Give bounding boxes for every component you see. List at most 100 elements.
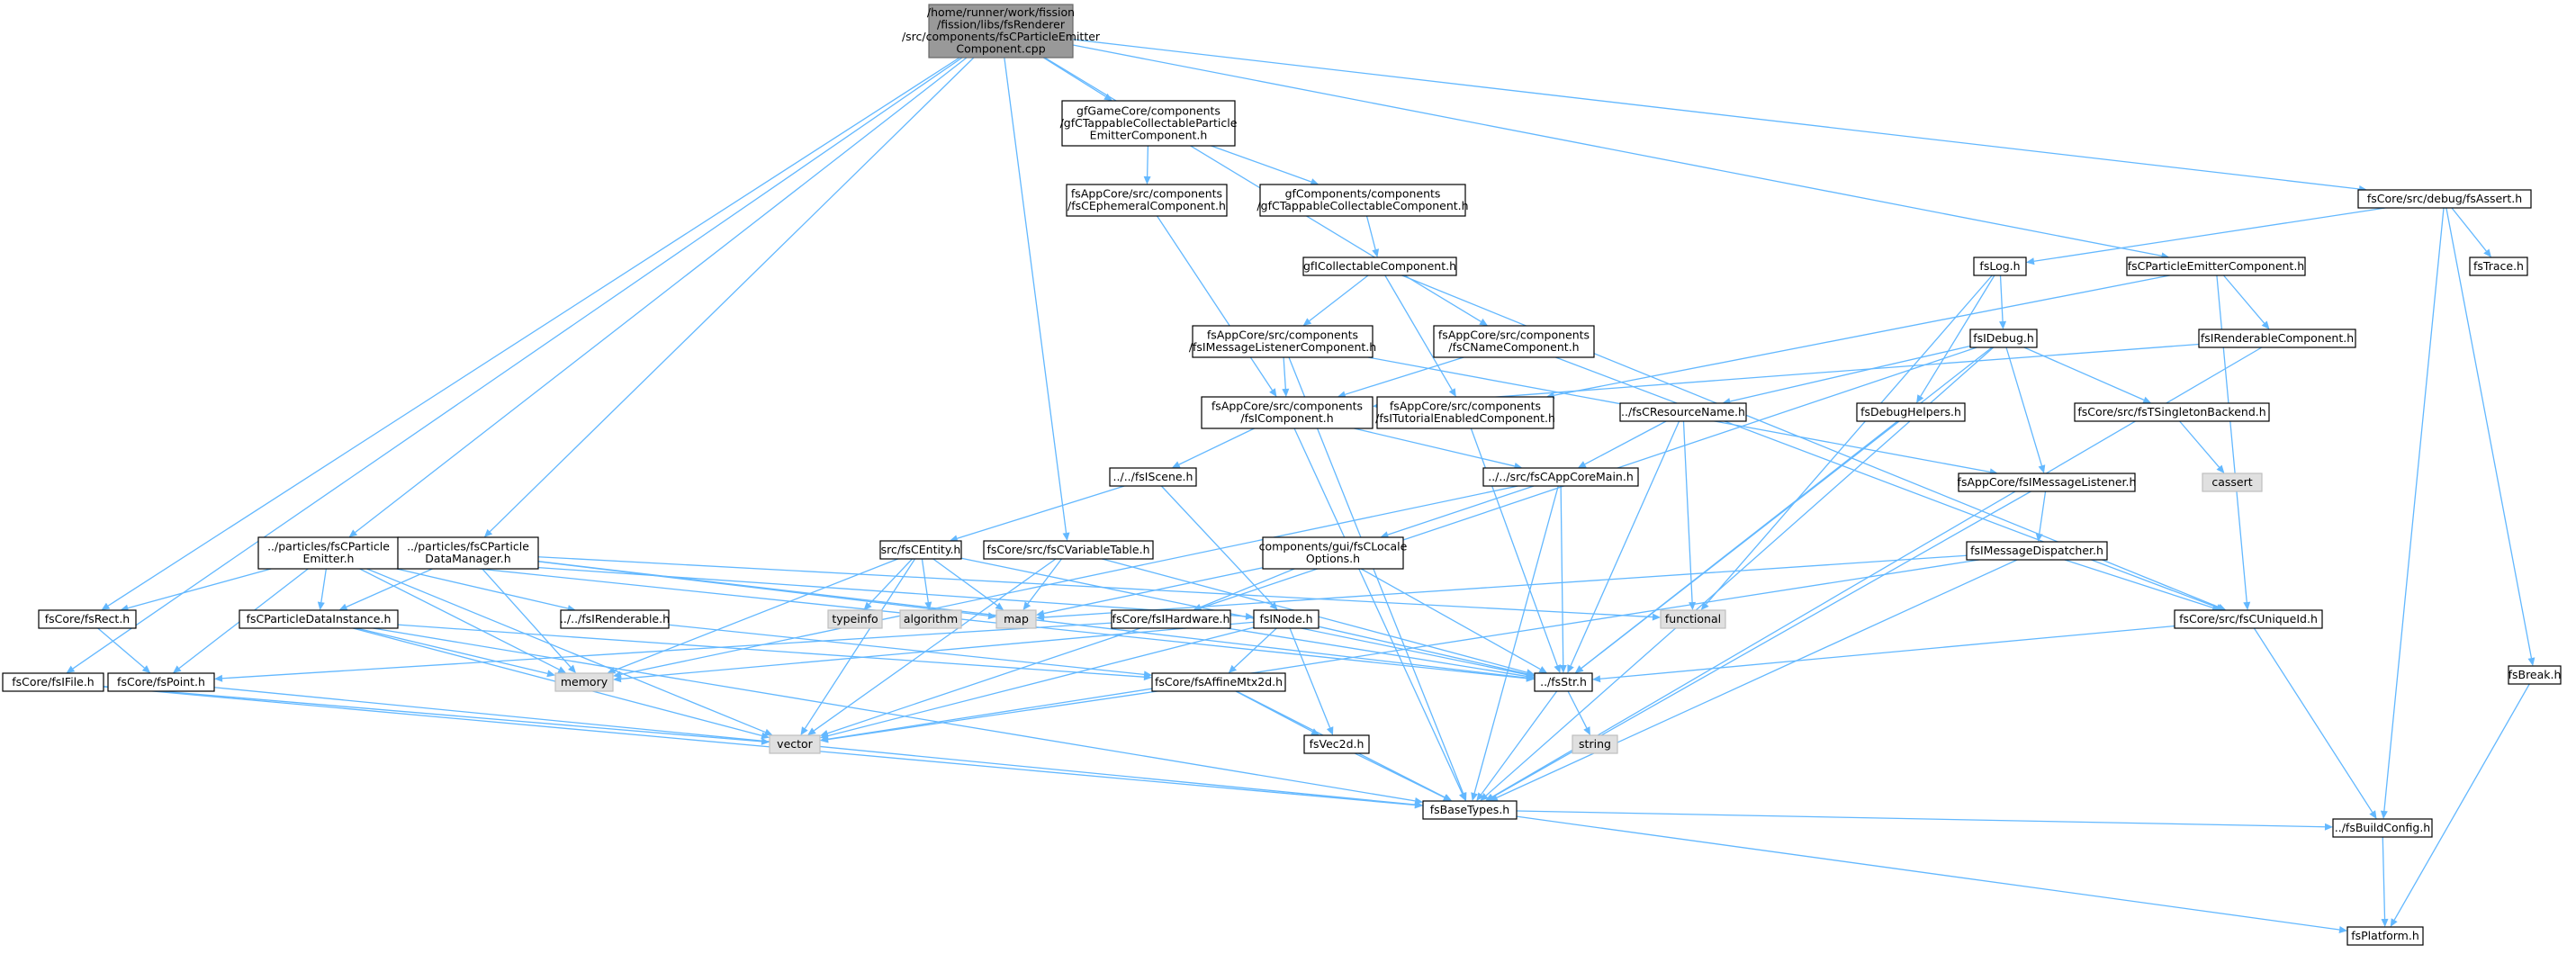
edge-line	[373, 627, 1416, 802]
file-node-gfGame[interactable]: gfGameCore/components/gfCTappableCollect…	[1060, 100, 1238, 147]
node-label-line: fsBreak.h	[2508, 668, 2562, 681]
file-node-fsTSingleton[interactable]: fsCore/src/fsTSingletonBackend.h	[2074, 402, 2270, 422]
file-node-fsAffine[interactable]: fsCore/fsAffineMtx2d.h	[1151, 672, 1286, 692]
node-box	[1259, 184, 1466, 217]
node-box	[1482, 467, 1639, 487]
file-node-fsEphemeral[interactable]: fsAppCore/src/components/fsCEphemeralCom…	[1066, 184, 1228, 217]
edge-fsIFile-to-vector	[103, 686, 770, 745]
file-node-fsPlatform[interactable]: fsPlatform.h	[2346, 926, 2424, 946]
edge-fsCVarTable-to-vector	[807, 558, 1057, 735]
file-node-fsCUniqueId[interactable]: fsCore/src/fsCUniqueId.h	[2174, 609, 2323, 629]
node-label-line: algorithm	[904, 612, 958, 626]
node-box	[2074, 402, 2270, 422]
node-box	[1262, 536, 1404, 570]
edge-root-to-fsCVarTable	[1004, 57, 1070, 541]
node-box	[1966, 541, 2108, 561]
edge-arrowhead	[101, 602, 111, 610]
file-node-fsITutorial[interactable]: fsAppCore/src/components/fsITutorialEnab…	[1375, 396, 1555, 429]
edge-line	[1584, 420, 1667, 465]
edge-line	[1730, 345, 1971, 402]
file-node-gfComp[interactable]: gfComponents/components/gfCTappableColle…	[1256, 184, 1469, 217]
file-node-fsCVarTable[interactable]: fsCore/src/fsCVariableTable.h	[983, 540, 1154, 560]
file-node-fsCAppCoreMain[interactable]: ../../src/fsCAppCoreMain.h	[1482, 467, 1639, 487]
node-label-line: ../fsBuildConfig.h	[2335, 821, 2430, 834]
file-node-fsBaseTypes[interactable]: fsBaseTypes.h	[1422, 800, 1518, 820]
file-node-fsDebugHelpers[interactable]: fsDebugHelpers.h	[1856, 402, 1966, 422]
edge-line	[1227, 627, 1527, 678]
edge-line	[827, 626, 1255, 737]
edge-line	[1570, 420, 1680, 667]
file-node-fsTrace[interactable]: fsTrace.h	[2469, 256, 2528, 276]
file-node-fsCName[interactable]: fsAppCore/src/components/fsCNameComponen…	[1433, 325, 1595, 358]
edge-arrowhead	[1062, 532, 1070, 541]
edge-arrowhead	[763, 728, 773, 736]
file-node-fsCEntity[interactable]: src/fsCEntity.h	[879, 540, 962, 560]
node-box	[1422, 800, 1518, 820]
edge-arrowhead	[1459, 792, 1466, 801]
file-node-fsVec2d[interactable]: fsVec2d.h	[1303, 734, 1370, 754]
node-label-line: /fsIMessageListenerComponent.h	[1189, 340, 1376, 354]
file-node-gfICollect[interactable]: gfICollectableComponent.h	[1302, 256, 1457, 276]
file-node-fsIRenderableComp[interactable]: fsIRenderableComponent.h	[2198, 328, 2356, 348]
file-node-fsRect[interactable]: fsCore/fsRect.h	[38, 609, 137, 629]
file-node-fsLog[interactable]: fsLog.h	[1973, 256, 2027, 276]
file-node-fsCResName[interactable]: ../fsCResourceName.h	[1619, 402, 1747, 422]
file-node-fsIMsgListener[interactable]: fsAppCore/fsIMessageListener.h	[1958, 472, 2137, 492]
edge-particleDataMgr-to-functional	[537, 556, 1661, 621]
file-nodes: /home/runner/work/fission/fission/libs/f…	[2, 4, 2562, 946]
file-node-fsIComponent[interactable]: fsAppCore/src/components/fsIComponent.h	[1201, 396, 1374, 429]
edge-arrowhead	[2390, 918, 2398, 927]
file-node-fsCPEComp[interactable]: fsCParticleEmitterComponent.h	[2126, 256, 2306, 276]
edge-line	[366, 568, 766, 734]
file-node-fsIScene[interactable]: ../../fsIScene.h	[1109, 467, 1197, 487]
file-node-fsBreak[interactable]: fsBreak.h	[2508, 665, 2562, 685]
edge-arrowhead	[1143, 176, 1151, 184]
file-node-fsPoint[interactable]: fsCore/fsPoint.h	[107, 672, 215, 692]
node-box	[2346, 926, 2424, 946]
edge-line	[1496, 559, 2018, 798]
file-node-fsIDebug[interactable]: fsIDebug.h	[1969, 328, 2038, 348]
file-node-fsIMsgListenerComp[interactable]: fsAppCore/src/components/fsIMessageListe…	[1189, 325, 1376, 358]
node-box	[2202, 472, 2263, 492]
edge-particleDataMgr-to-particleData	[338, 568, 433, 611]
edge-root-to-fsCPEComp	[1072, 44, 2170, 260]
edge-arrowhead	[807, 727, 816, 735]
node-label-line: ../fsCResourceName.h	[1621, 405, 1745, 418]
edge-line	[1289, 627, 1331, 728]
file-node-cassert: cassert	[2202, 472, 2263, 492]
file-node-fsIFile[interactable]: fsCore/fsIFile.h	[2, 672, 104, 692]
file-node-root[interactable]: /home/runner/work/fission/fission/libs/f…	[902, 4, 1101, 58]
file-node-fsStr[interactable]: ../fsStr.h	[1534, 672, 1593, 692]
file-node-fsAssert[interactable]: fsCore/src/debug/fsAssert.h	[2357, 189, 2532, 209]
edge-line	[72, 57, 963, 670]
edge-line	[827, 690, 1157, 741]
node-label-line: typeinfo	[832, 612, 878, 626]
node-label-line: ../../src/fsCAppCoreMain.h	[1488, 470, 1634, 483]
file-node-fsINode[interactable]: fsINode.h	[1253, 609, 1320, 629]
file-node-fsIHardware[interactable]: fsCore/fsIHardware.h	[1111, 609, 1231, 629]
edge-arrowhead	[1559, 664, 1567, 673]
file-node-fsIMsgDispatcher[interactable]: fsIMessageDispatcher.h	[1966, 541, 2108, 561]
edge-line	[1288, 356, 1464, 794]
edge-arrowhead	[2369, 810, 2377, 819]
edge-fsTSingleton-to-cassert	[2179, 420, 2225, 473]
file-node-particleEmitter[interactable]: ../particles/fsCParticleEmitter.h	[257, 536, 400, 570]
file-node-fsBuildConfig[interactable]: ../fsBuildConfig.h	[2332, 818, 2433, 838]
node-box	[1660, 609, 1726, 629]
node-label-line: fsCore/fsIFile.h	[12, 675, 94, 688]
edge-line	[1309, 274, 1369, 322]
edge-particleEmitter-to-vector	[366, 568, 773, 736]
edge-fsIComponent-to-fsCAppCoreMain	[1354, 428, 1523, 470]
node-label-line: cassert	[2211, 475, 2252, 489]
node-box	[983, 540, 1154, 560]
edge-line	[1354, 428, 1515, 467]
edge-fsBaseTypes-to-fsBuildConfig	[1516, 810, 2333, 831]
edge-line	[1345, 356, 1464, 395]
node-label-line: /gfCTappableCollectableParticle	[1060, 116, 1238, 130]
file-node-particleData[interactable]: fsCParticleDataInstance.h	[239, 609, 399, 629]
file-node-fsIRenderable[interactable]: ../../fsIRenderable.h	[560, 609, 670, 629]
edge-gfComp-to-gfICollect	[1365, 215, 1380, 257]
